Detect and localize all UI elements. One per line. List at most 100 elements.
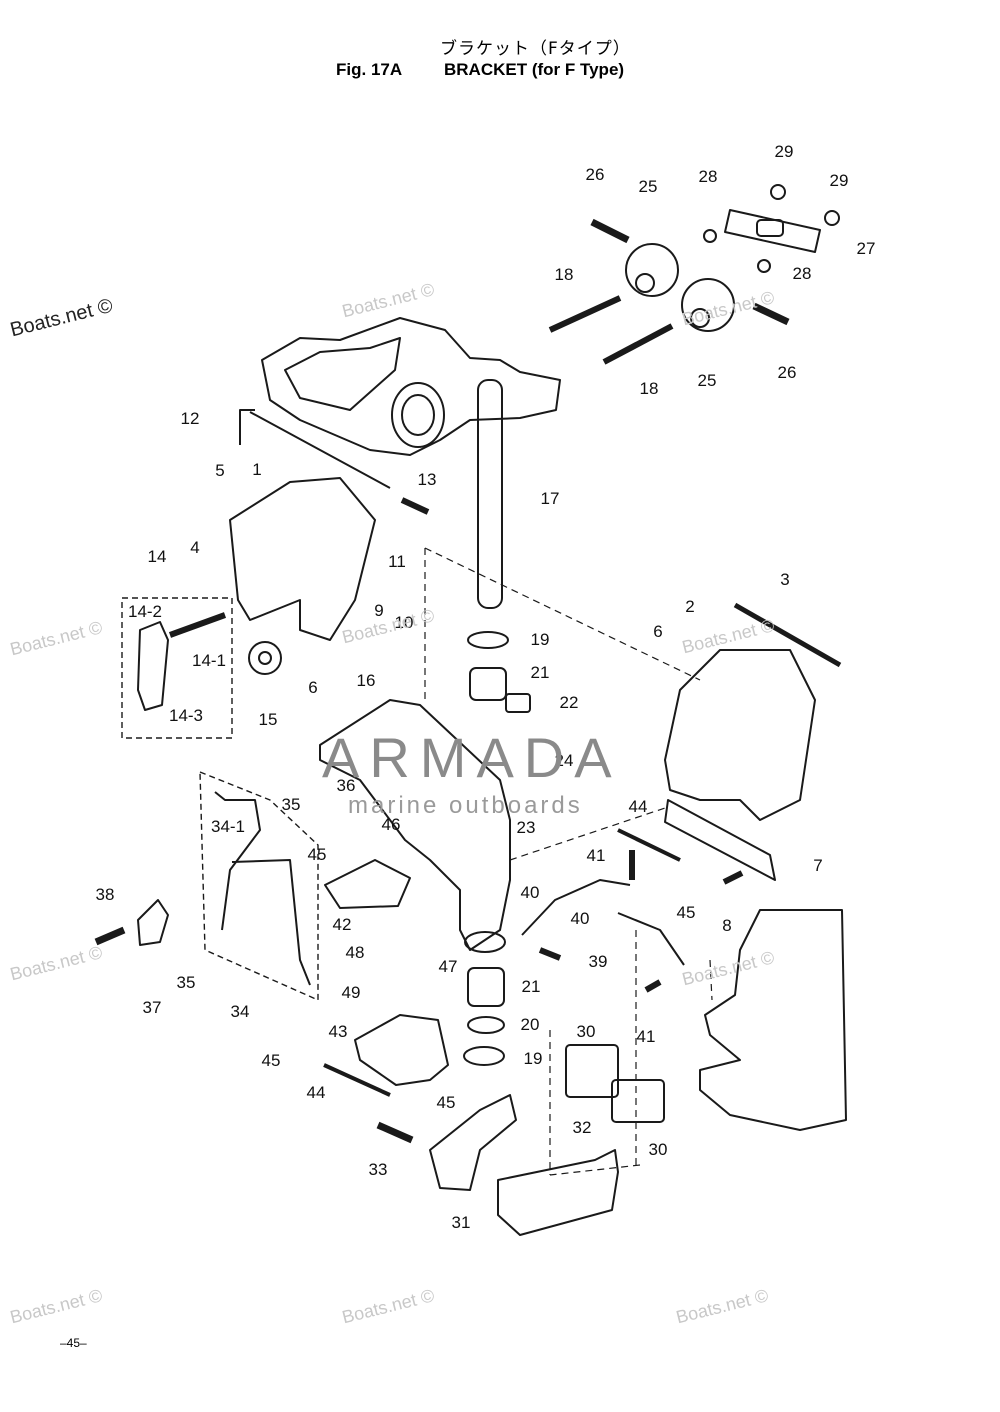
trim-plate xyxy=(664,799,776,881)
rod-44-lower xyxy=(323,1063,391,1097)
part-callout-45: 45 xyxy=(677,903,696,922)
clamp-screw-group xyxy=(121,597,233,739)
part-callout-35: 35 xyxy=(282,795,301,814)
watermark-brand-sub: marine outboards xyxy=(348,792,583,819)
bushing-21-upper xyxy=(469,667,507,701)
part-callout-28: 28 xyxy=(793,264,812,283)
bolt-38 xyxy=(94,926,126,946)
part-callout-36: 36 xyxy=(337,776,356,795)
part-callout-45: 45 xyxy=(308,845,327,864)
clamp-bracket-starboard xyxy=(664,649,816,821)
part-callout-47: 47 xyxy=(439,957,458,976)
part-callout-48: 48 xyxy=(346,943,365,962)
bolt-upper xyxy=(590,218,630,244)
rubber-30b xyxy=(611,1079,665,1123)
part-callout-40: 40 xyxy=(571,909,590,928)
part-callout-14-3: 14-3 xyxy=(169,706,203,725)
part-callout-37: 37 xyxy=(143,998,162,1017)
tilt-rod xyxy=(239,409,391,489)
part-callout-42: 42 xyxy=(333,915,352,934)
part-callout-19: 19 xyxy=(524,1049,543,1068)
through-bolt xyxy=(733,602,842,668)
bushing-upper xyxy=(467,631,509,649)
mount-rubber-lower xyxy=(681,278,735,332)
part-callout-41: 41 xyxy=(587,846,606,865)
part-callout-25: 25 xyxy=(639,177,658,196)
bracket-37 xyxy=(137,899,169,946)
part-callout-29: 29 xyxy=(830,171,849,190)
part-callout-45: 45 xyxy=(437,1093,456,1112)
part-callout-25: 25 xyxy=(698,371,717,390)
bushing-housing xyxy=(391,382,445,448)
bushing-19-lower xyxy=(463,1046,505,1066)
part-callout-8: 8 xyxy=(722,916,731,935)
part-callout-9: 9 xyxy=(374,601,383,620)
part-callout-18: 18 xyxy=(640,379,659,398)
part-callout-33: 33 xyxy=(369,1160,388,1179)
tilt-lock xyxy=(354,1014,449,1086)
part-callout-17: 17 xyxy=(541,489,560,508)
stopper xyxy=(324,859,411,909)
bushing-21-lower xyxy=(467,967,505,1007)
block xyxy=(505,693,531,713)
part-callout-1: 1 xyxy=(252,460,261,479)
part-callout-30: 30 xyxy=(649,1140,668,1159)
clamp-bracket-port xyxy=(229,477,376,641)
lower-mount-bracket xyxy=(429,1094,517,1191)
nut-29a xyxy=(770,184,786,200)
part-callout-23: 23 xyxy=(517,818,536,837)
part-callout-22: 22 xyxy=(560,693,579,712)
part-callout-31: 31 xyxy=(452,1213,471,1232)
part-callout-5: 5 xyxy=(215,461,224,480)
part-callout-44: 44 xyxy=(629,797,648,816)
part-callout-12: 12 xyxy=(181,409,200,428)
motor-lower-unit xyxy=(699,909,847,1131)
ground-cable-1 xyxy=(521,879,631,936)
figure-number: Fig. 17A xyxy=(336,60,403,79)
part-callout-29: 29 xyxy=(775,142,794,161)
steering-pipe xyxy=(477,379,503,609)
part-callout-6: 6 xyxy=(653,622,662,641)
part-callout-24: 24 xyxy=(555,751,574,770)
nut-29b xyxy=(824,210,840,226)
diagram-title-japanese: ブラケット（Fタイプ） xyxy=(440,39,631,59)
bushing-20 xyxy=(467,1016,505,1034)
part-callout-34: 34 xyxy=(231,1002,250,1021)
mount-rubber-upper xyxy=(625,243,679,297)
bottom-cover xyxy=(497,1149,619,1236)
part-callout-4: 4 xyxy=(190,538,199,557)
mount-plate xyxy=(724,209,821,253)
part-callout-15: 15 xyxy=(259,710,278,729)
page-number: –45– xyxy=(60,1336,87,1350)
part-callout-16: 16 xyxy=(357,671,376,690)
part-callout-38: 38 xyxy=(96,885,115,904)
part-callout-44: 44 xyxy=(307,1083,326,1102)
bolt-41b xyxy=(644,979,662,993)
part-callout-21: 21 xyxy=(531,663,550,682)
part-callout-19: 19 xyxy=(531,630,550,649)
part-callout-26: 26 xyxy=(778,363,797,382)
part-callout-14: 14 xyxy=(148,547,167,566)
bolt-39 xyxy=(538,947,562,961)
part-callout-39: 39 xyxy=(589,952,608,971)
part-callout-18: 18 xyxy=(555,265,574,284)
header: ブラケット（Fタイプ） Fig. 17A BRACKET (for F Type… xyxy=(0,0,1000,90)
bolt-lower xyxy=(752,302,790,326)
part-callout-13: 13 xyxy=(418,470,437,489)
diagram-title-english: BRACKET (for F Type) xyxy=(444,60,625,79)
part-callout-35: 35 xyxy=(177,973,196,992)
part-callout-49: 49 xyxy=(342,983,361,1002)
stud-rod-lower xyxy=(602,323,674,365)
swivel-bracket xyxy=(319,699,511,951)
watermark-brand: ARMADA xyxy=(322,726,622,789)
part-callout-40: 40 xyxy=(521,883,540,902)
part-callout-45: 45 xyxy=(262,1051,281,1070)
knob xyxy=(248,641,282,675)
rubber-30a xyxy=(565,1044,619,1098)
rod-44-upper xyxy=(617,828,681,862)
part-callout-11: 11 xyxy=(388,552,406,571)
washer-28a xyxy=(703,229,717,243)
part-callout-46: 46 xyxy=(382,815,401,834)
swivel-bracket-handle xyxy=(261,317,561,456)
part-callout-27: 27 xyxy=(857,239,876,258)
